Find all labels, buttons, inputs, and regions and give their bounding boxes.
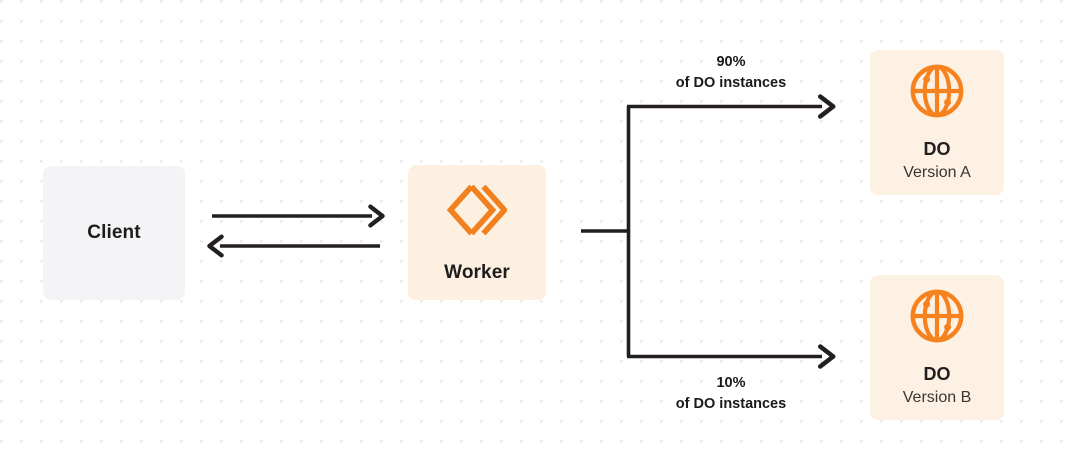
edge-label-bottom-description: of DO instances (675, 396, 787, 413)
edge-label-top-description: of DO instances (675, 75, 787, 92)
node-do-a-label: DO (923, 139, 951, 160)
edge-label-top-branch: 90% of DO instances (627, 52, 835, 94)
node-client: Client (43, 166, 185, 300)
cloudflare-workers-icon (446, 183, 509, 242)
node-worker: Worker (408, 165, 546, 300)
node-client-label: Client (87, 222, 141, 243)
node-do-b-label: DO (923, 364, 951, 385)
globe-icon (909, 63, 965, 124)
node-do-version-b: DO Version B (870, 275, 1004, 420)
node-do-version-a: DO Version A (870, 50, 1004, 195)
edge-label-bottom-branch: 10% of DO instances (627, 373, 835, 415)
edge-label-top-percent: 90% (716, 54, 746, 70)
globe-icon (909, 288, 965, 349)
node-do-a-sublabel: Version A (903, 163, 971, 181)
edge-label-bottom-percent: 10% (716, 375, 746, 391)
node-worker-label: Worker (444, 262, 510, 283)
node-do-b-sublabel: Version B (902, 388, 972, 406)
